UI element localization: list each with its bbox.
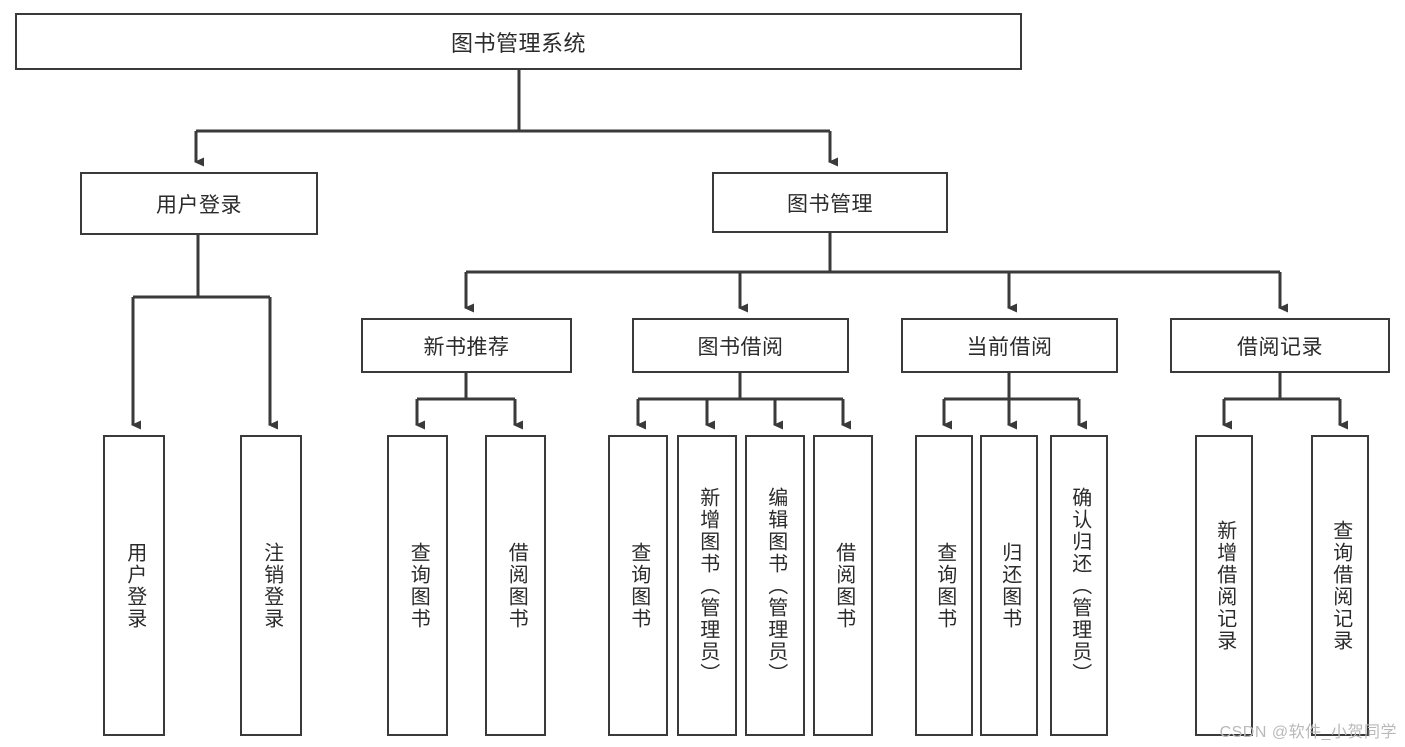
- node-label: 用户登录: [123, 541, 146, 630]
- watermark-text: CSDN @软件_小贺同学: [1219, 724, 1397, 741]
- node-label: 注销登录: [260, 541, 283, 630]
- node-user-login[interactable]: 用户登录: [80, 172, 318, 235]
- node-label: 用户登录: [156, 193, 242, 217]
- node-label: 当前借阅: [966, 335, 1053, 359]
- node-label: 借阅图书: [832, 541, 855, 630]
- leaf-logout[interactable]: 注销登录: [240, 435, 302, 736]
- node-label: 编辑图书（管理员）: [764, 486, 787, 685]
- node-label: 借阅记录: [1237, 335, 1323, 359]
- node-new-book-recommend[interactable]: 新书推荐: [361, 318, 572, 373]
- leaf-add-book-admin[interactable]: 新增图书（管理员）: [677, 435, 737, 736]
- node-label: 借阅图书: [505, 541, 528, 630]
- node-label: 新增借阅记录: [1213, 519, 1236, 652]
- node-label: 图书管理系统: [450, 30, 586, 56]
- leaf-edit-book-admin[interactable]: 编辑图书（管理员）: [745, 435, 805, 736]
- node-label: 确认归还（管理员）: [1068, 486, 1091, 685]
- leaf-query-book-current[interactable]: 查询图书: [915, 435, 973, 736]
- node-label: 图书管理: [787, 192, 873, 216]
- leaf-user-login[interactable]: 用户登录: [103, 435, 165, 736]
- node-book-management[interactable]: 图书管理: [712, 172, 948, 233]
- node-label: 查询图书: [627, 541, 650, 630]
- leaf-query-book-recommend[interactable]: 查询图书: [387, 435, 448, 736]
- leaf-return-book[interactable]: 归还图书: [980, 435, 1038, 736]
- node-current-borrow[interactable]: 当前借阅: [901, 318, 1118, 373]
- node-label: 新书推荐: [423, 335, 510, 359]
- leaf-confirm-return-admin[interactable]: 确认归还（管理员）: [1050, 435, 1108, 736]
- node-borrow-record[interactable]: 借阅记录: [1170, 318, 1390, 373]
- leaf-borrow-book-recommend[interactable]: 借阅图书: [485, 435, 546, 736]
- leaf-query-book-borrow[interactable]: 查询图书: [608, 435, 668, 736]
- node-root-book-management-system[interactable]: 图书管理系统: [15, 13, 1022, 70]
- node-label: 查询借阅记录: [1329, 519, 1352, 652]
- node-label: 新增图书（管理员）: [696, 486, 719, 685]
- node-label: 查询图书: [407, 541, 430, 630]
- leaf-query-borrow-record[interactable]: 查询借阅记录: [1311, 435, 1369, 736]
- leaf-borrow-book[interactable]: 借阅图书: [813, 435, 873, 736]
- node-label: 查询图书: [933, 541, 956, 630]
- node-label: 图书借阅: [697, 335, 784, 359]
- leaf-add-borrow-record[interactable]: 新增借阅记录: [1195, 435, 1253, 736]
- node-book-borrow[interactable]: 图书借阅: [632, 318, 849, 373]
- node-label: 归还图书: [998, 541, 1021, 630]
